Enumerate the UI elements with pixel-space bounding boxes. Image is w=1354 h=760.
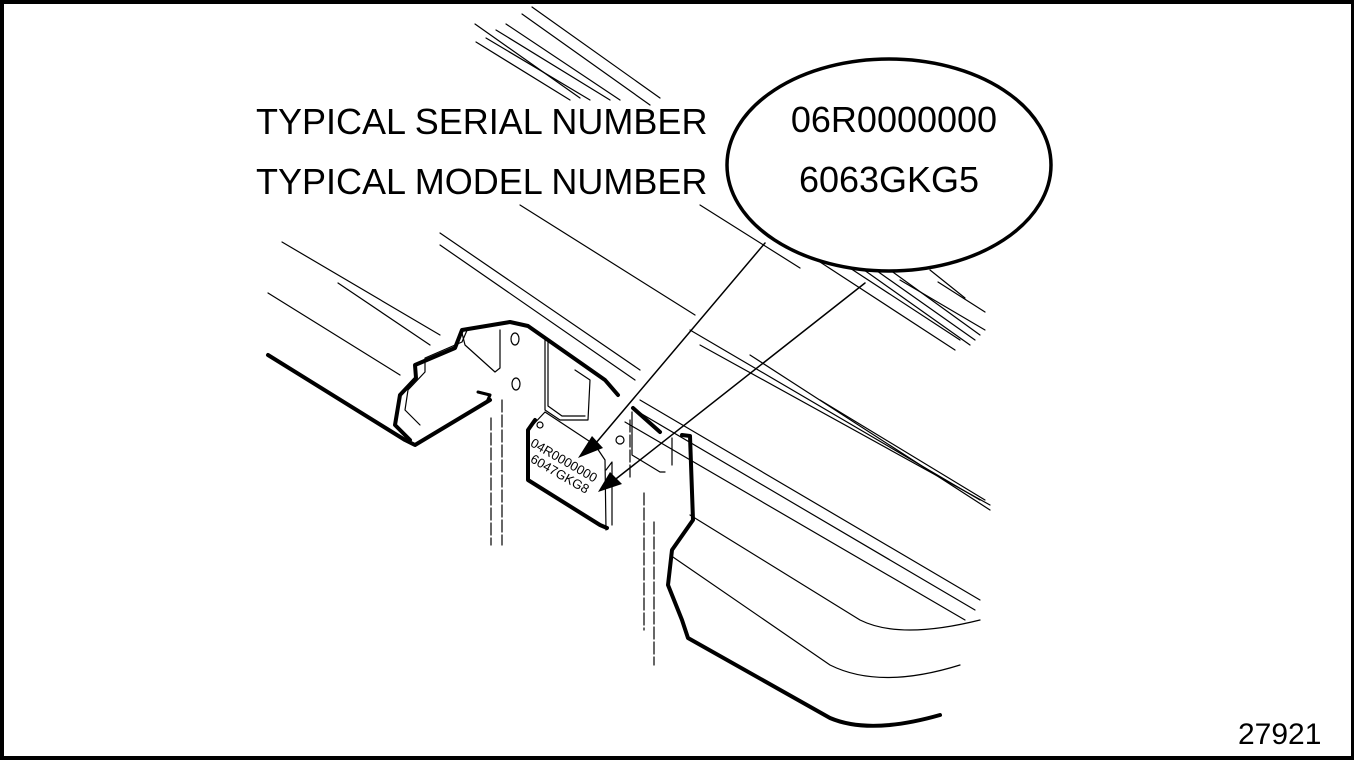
model-leader-line — [611, 282, 866, 483]
callout-model-value: 6063GKG5 — [798, 159, 980, 200]
structure-lines — [267, 204, 991, 621]
dashed-lines — [490, 399, 655, 666]
serial-leader-line — [589, 242, 766, 451]
serial-number-label: TYPICAL SERIAL NUMBER — [256, 101, 708, 142]
figure-number: 27921 — [1238, 718, 1322, 751]
model-number-label: TYPICAL MODEL NUMBER — [256, 161, 708, 202]
callout-ellipse — [725, 57, 1053, 273]
callout-serial-value: 06R0000000 — [790, 99, 998, 140]
hatch-lines-right — [819, 254, 986, 351]
hatch-lines-top — [474, 6, 661, 106]
model-arrowhead — [598, 472, 622, 492]
serial-arrowhead — [578, 436, 603, 458]
